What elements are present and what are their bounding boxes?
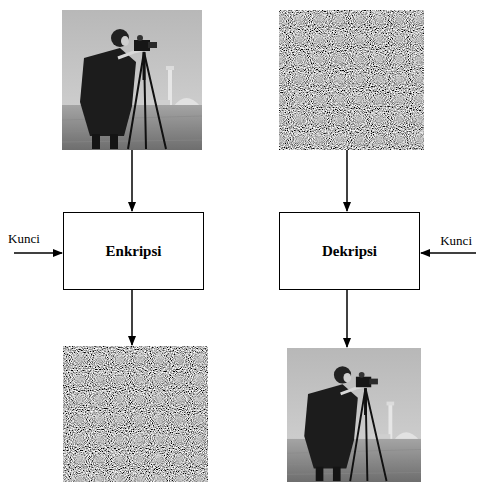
arrow xyxy=(131,290,133,345)
key-arrow xyxy=(421,252,476,254)
photo-original xyxy=(62,10,202,150)
photo-decrypted xyxy=(287,348,421,482)
arrow xyxy=(346,150,348,211)
box-label: Enkripsi xyxy=(106,243,162,260)
process-box: Dekripsi xyxy=(279,212,420,290)
arrow xyxy=(131,150,133,211)
arrow xyxy=(346,290,348,347)
noise-image xyxy=(279,10,424,150)
box-label: Dekripsi xyxy=(322,243,377,260)
noise-image xyxy=(63,346,208,482)
key-arrow xyxy=(14,252,62,254)
key-label: Kunci xyxy=(8,231,40,247)
key-label: Kunci xyxy=(440,233,472,249)
process-box: Enkripsi xyxy=(63,212,204,290)
